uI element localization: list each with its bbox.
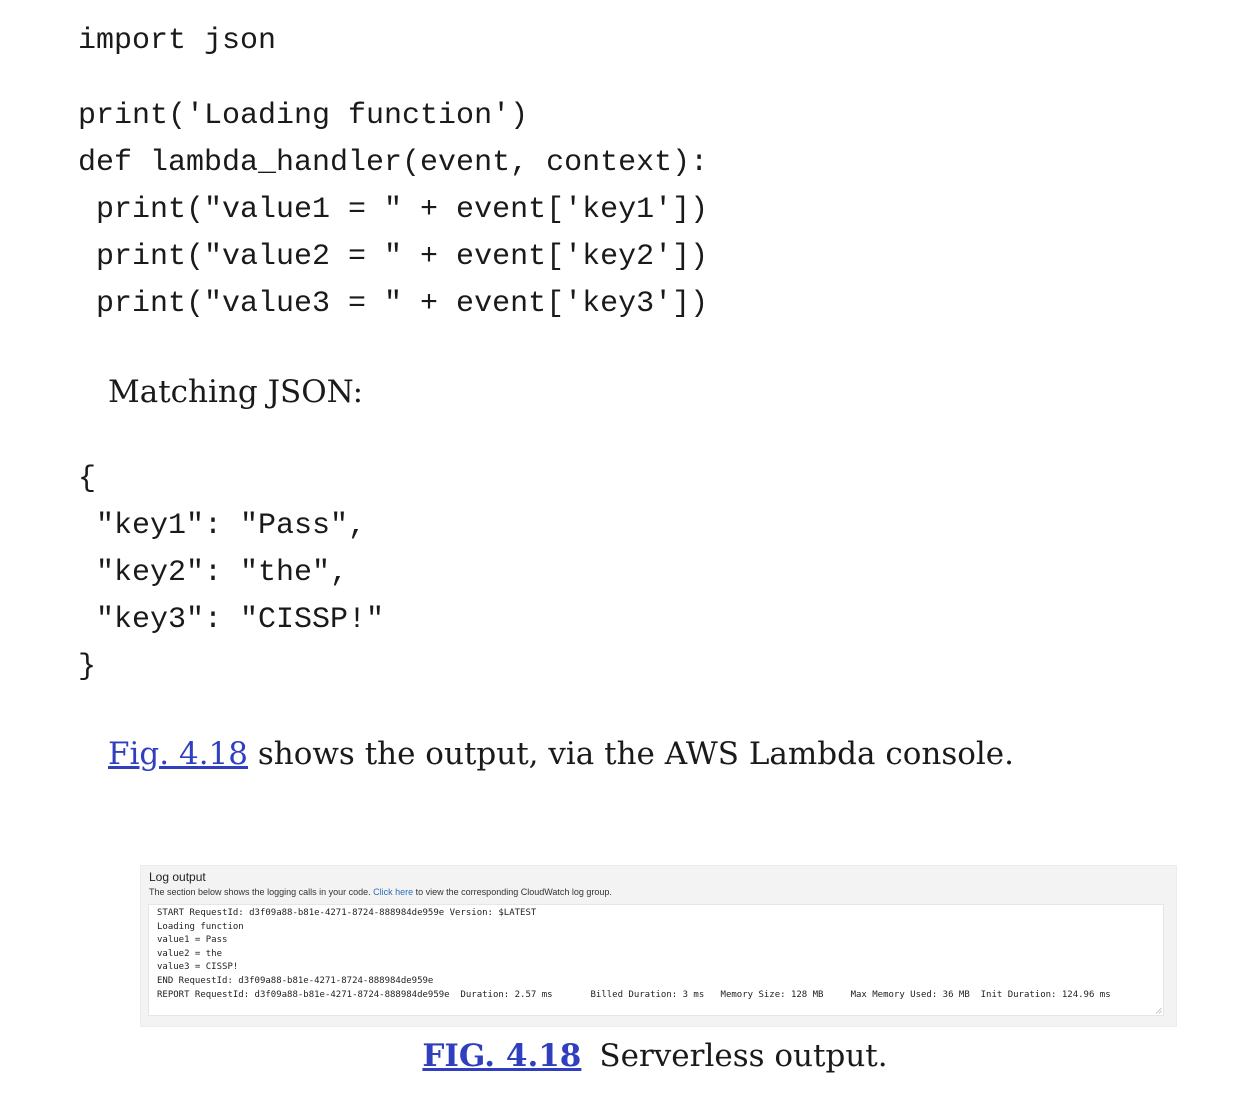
figure-reference-link[interactable]: Fig. 4.18 — [108, 736, 248, 772]
output-paragraph-text: shows the output, via the AWS Lambda con… — [248, 736, 1015, 772]
matching-json-label: Matching JSON: — [108, 374, 364, 410]
resize-handle-icon[interactable] — [1155, 1007, 1162, 1014]
output-paragraph: Fig. 4.18 shows the output, via the AWS … — [108, 734, 1014, 774]
code-import-line: import json — [78, 24, 277, 58]
log-output-panel: Log output The section below shows the l… — [140, 865, 1177, 1027]
figure-caption-text: Serverless output. — [599, 1038, 888, 1074]
figure-caption-label[interactable]: FIG. 4.18 — [422, 1038, 582, 1074]
log-text-area[interactable]: START RequestId: d3f09a88-b81e-4271-8724… — [148, 904, 1164, 1016]
log-output-description: The section below shows the logging call… — [149, 887, 612, 897]
cloudwatch-link[interactable]: Click here — [373, 887, 414, 897]
log-description-after: to view the corresponding CloudWatch log… — [413, 887, 612, 897]
log-output-title: Log output — [149, 870, 206, 884]
code-block-lambda-handler: print('Loading function') def lambda_han… — [78, 99, 709, 321]
figure-caption: FIG. 4.18 Serverless output. — [0, 1036, 1252, 1076]
log-text: START RequestId: d3f09a88-b81e-4271-8724… — [157, 908, 1111, 1000]
json-code-block: { "key1": "Pass", "key2": "the", "key3":… — [78, 462, 385, 684]
log-description-before: The section below shows the logging call… — [149, 887, 374, 897]
